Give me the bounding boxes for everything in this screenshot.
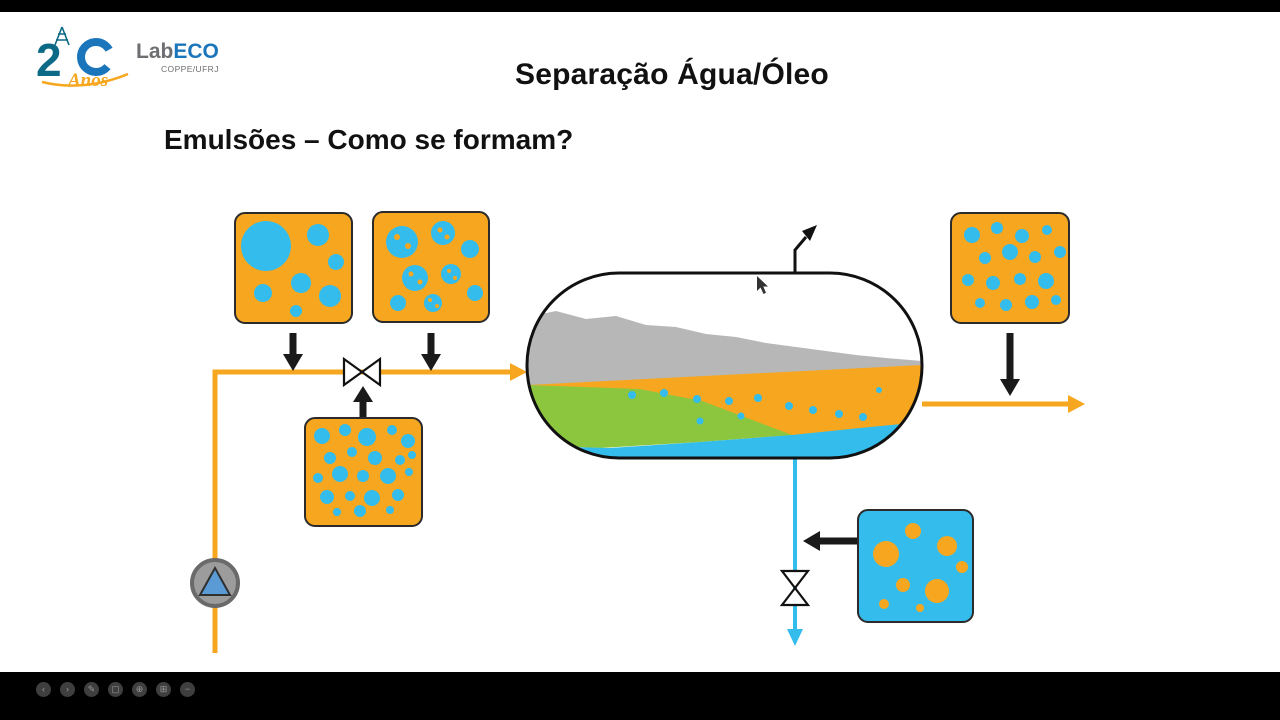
water-outlet-line [787, 459, 803, 646]
logo-lab: Lab [136, 39, 174, 63]
labeco-logo: 2 Anos LabECO COPPE/UFRJ [34, 24, 219, 90]
water-outlet-valve-icon [779, 569, 811, 607]
frame-tool-button[interactable]: ▢ [108, 682, 123, 697]
letterbox-bottom [0, 672, 1280, 720]
fine-water-in-oil-emulsion-box [372, 211, 490, 323]
prev-page-button[interactable]: ‹ [36, 682, 51, 697]
foam-layer [527, 311, 922, 385]
print-button[interactable]: ⊞ [156, 682, 171, 697]
arrow-outlet-emulsion-down [1000, 333, 1020, 396]
arrow-fine-emulsion-down [421, 333, 441, 371]
arrow-coarse-emulsion-down [283, 333, 303, 371]
coarse-water-in-oil-emulsion-box [234, 212, 353, 324]
oil-derrick-icon [54, 26, 70, 46]
logo-years-word: Anos [67, 70, 108, 90]
logo-swoosh [41, 72, 129, 87]
logo-20-anos-mark: 2 Anos [36, 26, 129, 90]
inlet-valve-icon [342, 356, 382, 388]
oil-outlet-line [922, 395, 1085, 413]
collapse-button[interactable]: − [180, 682, 195, 697]
separator-vessel-contents [527, 311, 922, 458]
logo-eco: ECO [173, 39, 219, 63]
arrow-oil-in-water-left [803, 531, 857, 551]
dispersed-water-droplets [628, 387, 882, 425]
feed-pump-icon [190, 558, 240, 608]
logo-years-number: 2 [36, 34, 62, 86]
letterbox-top [0, 0, 1280, 12]
viewer-toolbar: ‹ › ✎ ▢ ⊕ ⊞ − [36, 682, 195, 697]
ultrafine-water-in-oil-emulsion-box [304, 417, 423, 527]
logo-text: LabECO COPPE/UFRJ [136, 39, 219, 74]
arrow-ultrafine-emulsion-up [353, 386, 373, 417]
separator-vessel-outline [525, 271, 924, 460]
oil-outlet-emulsion-box [950, 212, 1070, 324]
gas-vent-arrow [793, 225, 817, 272]
next-page-button[interactable]: › [60, 682, 75, 697]
pen-tool-button[interactable]: ✎ [84, 682, 99, 697]
logo-zero-swirl [77, 38, 115, 76]
mouse-cursor [757, 276, 768, 294]
oil-in-water-emulsion-box [857, 509, 974, 623]
logo-org: COPPE/UFRJ [161, 63, 219, 74]
page-title: Separação Água/Óleo [515, 58, 829, 91]
water-layer [527, 422, 922, 458]
zoom-tool-button[interactable]: ⊕ [132, 682, 147, 697]
interface-layer [527, 385, 792, 448]
slide-subtitle: Emulsões – Como se formam? [164, 124, 574, 155]
